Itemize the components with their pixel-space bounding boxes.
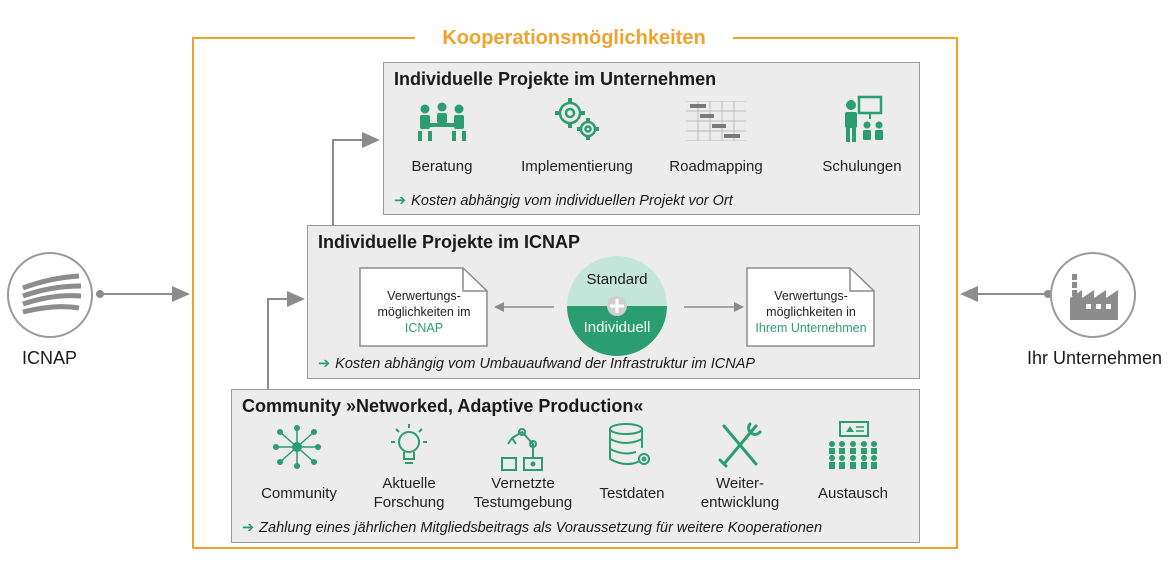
circle-individual-label: Individuell bbox=[583, 319, 651, 336]
item-community-label: Community bbox=[261, 485, 337, 502]
panel-community-title: Community »Networked, Adaptive Productio… bbox=[242, 396, 644, 416]
item-roadmapping-label: Roadmapping bbox=[669, 158, 763, 175]
panel-icnap-projects: Individuelle Projekte im ICNAP Verwertun… bbox=[307, 225, 920, 379]
item-implementierung-label: Implementierung bbox=[521, 158, 633, 175]
circle-standard-label: Standard bbox=[586, 271, 648, 288]
panel-company-note: ➔Kosten abhängig vom individuellen Proje… bbox=[394, 193, 733, 209]
arrow-left-icon bbox=[494, 302, 554, 312]
consulting-icon bbox=[418, 102, 466, 141]
item-beratung-label: Beratung bbox=[411, 158, 473, 175]
frame-title: Kooperationsmöglichkeiten bbox=[415, 24, 733, 52]
presentation-icon bbox=[845, 95, 883, 142]
panel-icnap-title: Individuelle Projekte im ICNAP bbox=[318, 232, 581, 252]
tools-icon bbox=[718, 422, 762, 468]
panel-company-projects: Individuelle Projekte im Unternehmen bbox=[383, 62, 920, 215]
arrow-right-icon: ➔ bbox=[394, 193, 407, 209]
gears-icon bbox=[555, 98, 599, 140]
item-testumgebung-label: Vernetzte Testumgebung bbox=[473, 475, 573, 511]
item-austausch-label: Austausch bbox=[817, 485, 889, 502]
network-icon bbox=[273, 425, 321, 469]
panel-icnap-note: ➔Kosten abhängig vom Umbauaufwand der In… bbox=[318, 356, 756, 372]
panel-community-note: ➔Zahlung eines jährlichen Mitgliedsbeitr… bbox=[242, 520, 823, 536]
audience-icon bbox=[829, 421, 877, 469]
arrow-right-icon bbox=[684, 302, 744, 312]
gantt-chart-icon bbox=[686, 101, 746, 141]
panel-company-title: Individuelle Projekte im Unternehmen bbox=[394, 69, 717, 89]
item-testdaten-label: Testdaten bbox=[599, 485, 665, 502]
item-schulungen-label: Schulungen bbox=[822, 158, 902, 175]
item-weiterentwicklung-label: Weiter- entwicklung bbox=[700, 475, 780, 511]
doc-right-text: Verwertungs- möglichkeiten in Ihrem Unte… bbox=[755, 289, 867, 335]
robot-arm-icon bbox=[501, 428, 543, 471]
lightbulb-icon bbox=[391, 424, 427, 464]
document-icon bbox=[359, 267, 488, 347]
factory-icon bbox=[1050, 252, 1136, 338]
icnap-to-company-arrow bbox=[332, 132, 380, 226]
arrow-right-icon: ➔ bbox=[242, 520, 255, 536]
arrow-right-icon: ➔ bbox=[318, 356, 331, 372]
company-label: Ihr Unternehmen bbox=[1027, 348, 1163, 368]
community-to-icnap-arrow bbox=[267, 291, 305, 389]
panel-community: Community »Networked, Adaptive Productio… bbox=[231, 389, 920, 543]
document-icon bbox=[746, 267, 875, 347]
icnap-label: ICNAP bbox=[22, 348, 78, 368]
doc-left-text: Verwertungs- möglichkeiten im ICNAP bbox=[377, 289, 471, 335]
standard-individual-circle bbox=[567, 256, 667, 356]
icnap-logo-icon bbox=[7, 252, 93, 338]
item-forschung-label: Aktuelle Forschung bbox=[373, 475, 445, 511]
database-icon bbox=[609, 423, 650, 465]
